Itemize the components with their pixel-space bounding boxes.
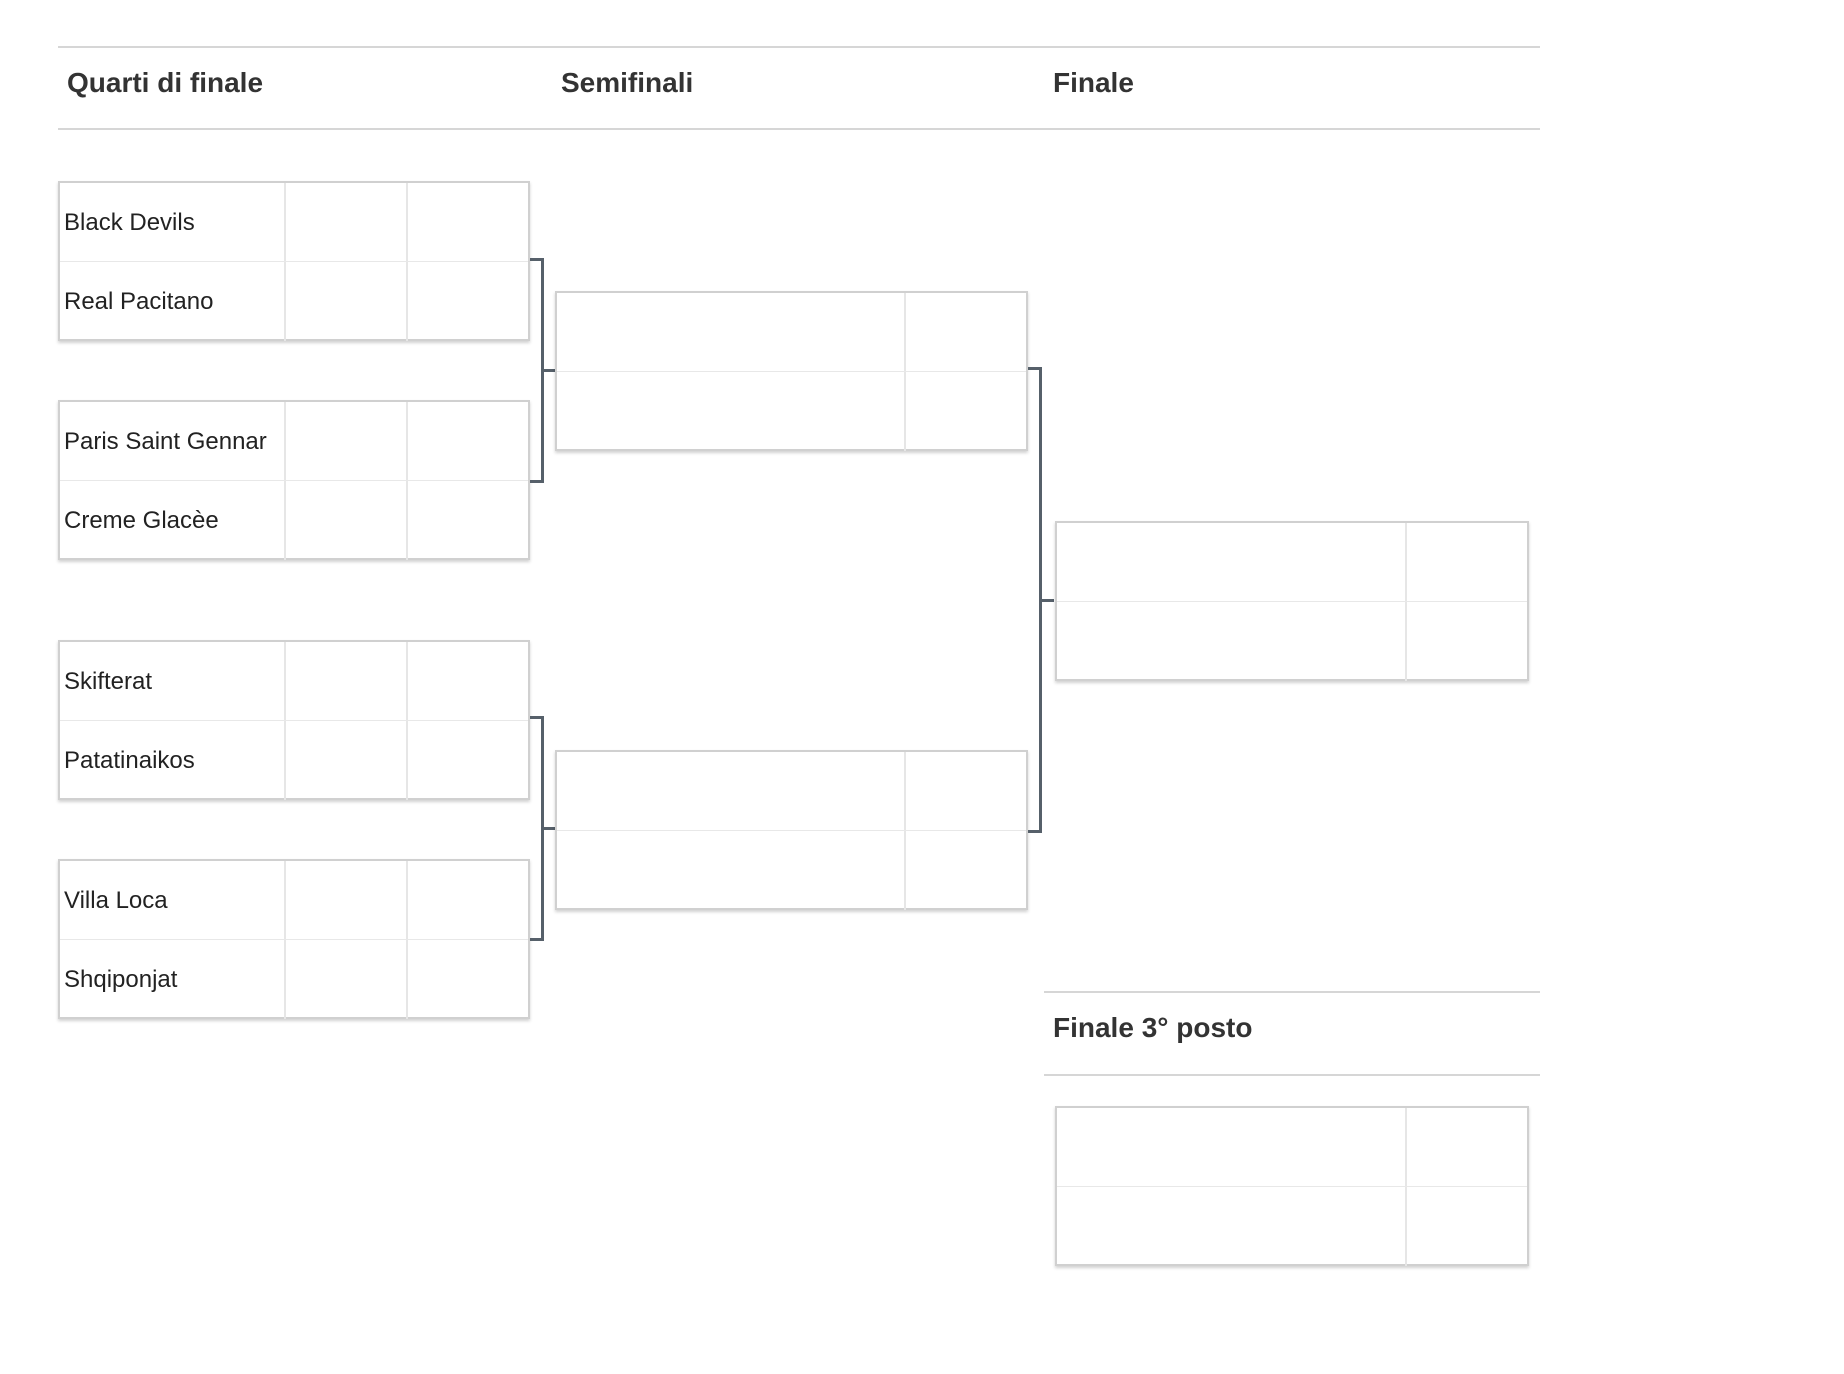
- score-cell[interactable]: [284, 861, 408, 940]
- score-cell[interactable]: [284, 183, 408, 262]
- team-name: [1057, 1108, 1401, 1187]
- team-name: [557, 752, 901, 831]
- team-name: Real Pacitano: [64, 288, 214, 315]
- score-cell[interactable]: [406, 861, 528, 940]
- third-place-bottom-line: [1044, 1074, 1540, 1076]
- match-row[interactable]: Patatinaikos: [60, 720, 528, 800]
- final-match[interactable]: [1055, 521, 1529, 681]
- header-top-line: [58, 46, 1540, 48]
- bracket-connector: [530, 258, 544, 483]
- team-name: Creme Glacèe: [64, 507, 219, 534]
- bracket-connector: [1028, 367, 1042, 833]
- score-cell[interactable]: [1405, 1187, 1527, 1266]
- score-cell[interactable]: [406, 940, 528, 1019]
- match-row[interactable]: [557, 371, 1026, 451]
- quarterfinal-match-4[interactable]: Villa Loca Shqiponjat: [58, 859, 530, 1019]
- match-row[interactable]: [557, 830, 1026, 910]
- bracket-connector-stub: [544, 369, 556, 372]
- score-cell[interactable]: [406, 642, 528, 721]
- score-cell[interactable]: [904, 293, 1026, 372]
- team-name: Paris Saint Gennar: [64, 428, 267, 455]
- score-cell[interactable]: [284, 262, 408, 341]
- match-row[interactable]: [1057, 1186, 1527, 1266]
- team-name: [1057, 1187, 1401, 1266]
- round-title-quarterfinals: Quarti di finale: [67, 67, 264, 98]
- score-cell[interactable]: [284, 402, 408, 481]
- third-place-top-line: [1044, 991, 1540, 993]
- match-row[interactable]: Skifterat: [60, 642, 528, 721]
- match-row[interactable]: [1057, 1108, 1527, 1187]
- quarterfinal-match-1[interactable]: Black Devils Real Pacitano: [58, 181, 530, 341]
- score-cell[interactable]: [904, 831, 1026, 910]
- team-name: [557, 372, 901, 451]
- team-name: [1057, 602, 1401, 681]
- score-cell[interactable]: [406, 721, 528, 800]
- match-row[interactable]: Paris Saint Gennar: [60, 402, 528, 481]
- match-row[interactable]: Shqiponjat: [60, 939, 528, 1019]
- score-cell[interactable]: [904, 752, 1026, 831]
- score-cell[interactable]: [406, 402, 528, 481]
- score-cell[interactable]: [1405, 1108, 1527, 1187]
- team-name: [557, 293, 901, 372]
- round-title-third-place: Finale 3° posto: [1053, 1012, 1253, 1043]
- match-row[interactable]: [557, 752, 1026, 831]
- match-row[interactable]: [1057, 523, 1527, 602]
- match-row[interactable]: Black Devils: [60, 183, 528, 262]
- header-bottom-line: [58, 128, 1540, 130]
- team-name: [1057, 523, 1401, 602]
- match-row[interactable]: Real Pacitano: [60, 261, 528, 341]
- semifinal-match-2[interactable]: [555, 750, 1028, 910]
- match-row[interactable]: Villa Loca: [60, 861, 528, 940]
- bracket-connector: [530, 716, 544, 941]
- team-name: Villa Loca: [64, 887, 168, 914]
- score-cell[interactable]: [1405, 602, 1527, 681]
- team-name: Skifterat: [64, 668, 153, 695]
- semifinal-match-1[interactable]: [555, 291, 1028, 451]
- round-title-final: Finale: [1053, 67, 1134, 98]
- score-cell[interactable]: [284, 642, 408, 721]
- score-cell[interactable]: [284, 481, 408, 560]
- score-cell[interactable]: [904, 372, 1026, 451]
- bracket-connector-stub: [544, 827, 556, 830]
- match-row[interactable]: [1057, 601, 1527, 681]
- match-row[interactable]: Creme Glacèe: [60, 480, 528, 560]
- quarterfinal-match-3[interactable]: Skifterat Patatinaikos: [58, 640, 530, 800]
- score-cell[interactable]: [284, 940, 408, 1019]
- team-name: Shqiponjat: [64, 966, 178, 993]
- round-title-semifinals: Semifinali: [561, 67, 694, 98]
- score-cell[interactable]: [406, 183, 528, 262]
- score-cell[interactable]: [1405, 523, 1527, 602]
- score-cell[interactable]: [284, 721, 408, 800]
- bracket-connector-stub: [1042, 599, 1054, 602]
- quarterfinal-match-2[interactable]: Paris Saint Gennar Creme Glacèe: [58, 400, 530, 560]
- team-name: Black Devils: [64, 209, 195, 236]
- third-place-match[interactable]: [1055, 1106, 1529, 1266]
- team-name: [557, 831, 901, 910]
- score-cell[interactable]: [406, 262, 528, 341]
- match-row[interactable]: [557, 293, 1026, 372]
- team-name: Patatinaikos: [64, 747, 195, 774]
- score-cell[interactable]: [406, 481, 528, 560]
